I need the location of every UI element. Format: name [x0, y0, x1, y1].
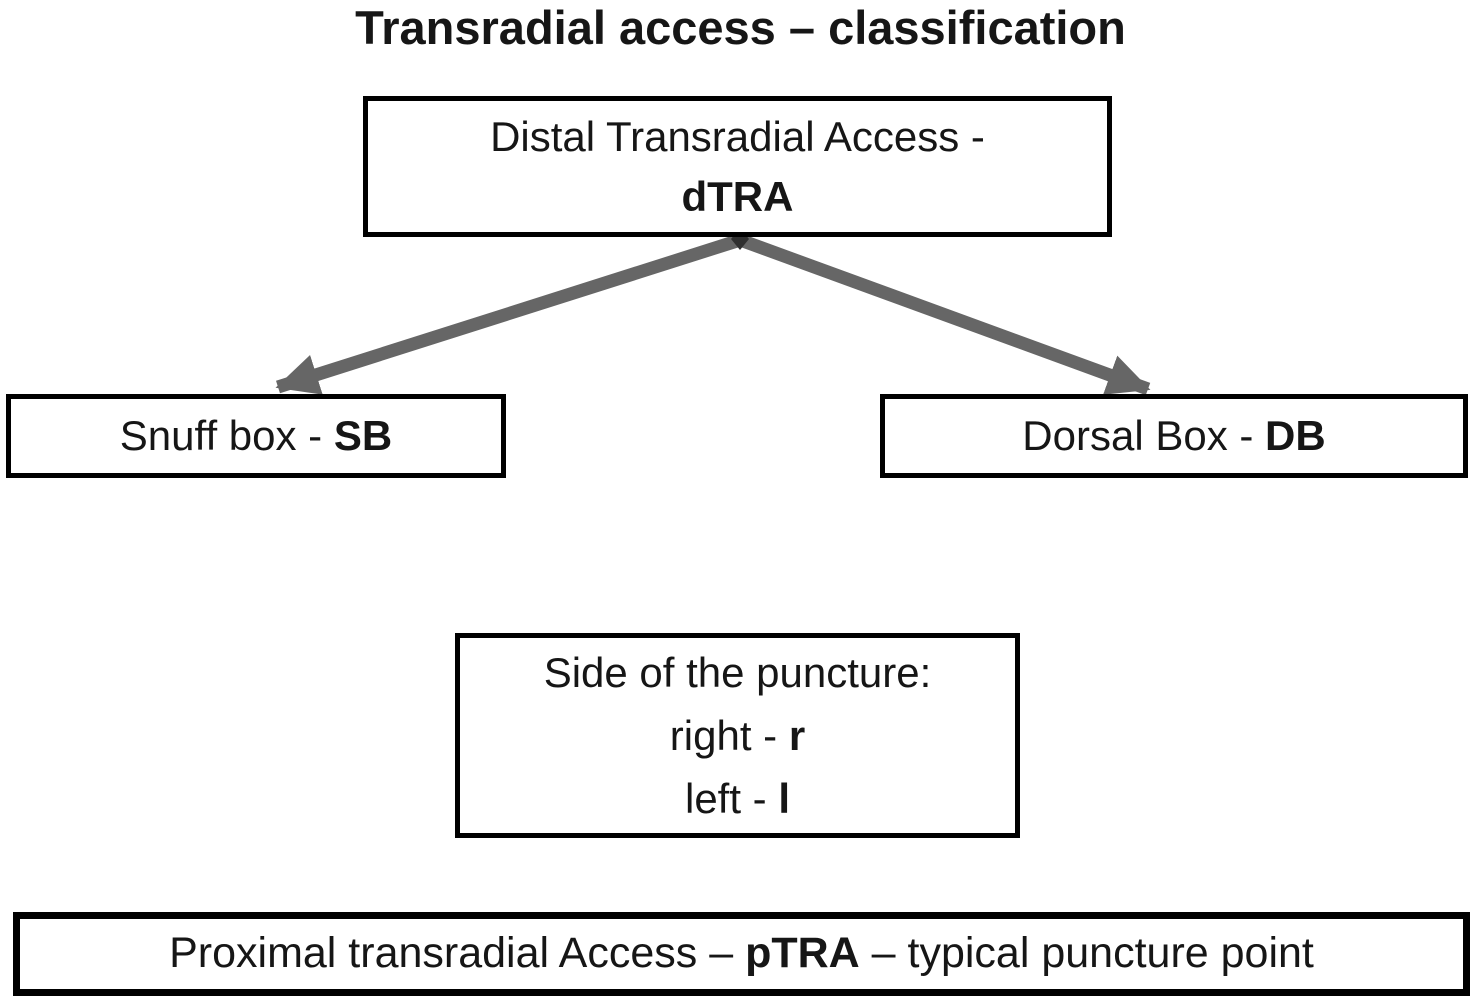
node-dtra-label: Distal Transradial Access -: [490, 112, 985, 160]
node-puncture-side: Side of the puncture: right - r left - l: [455, 633, 1020, 838]
node-proximal-transradial-access: Proximal transradial Access – pTRA – typ…: [13, 912, 1470, 996]
puncture-side-heading: Side of the puncture:: [543, 649, 932, 696]
node-dorsal-box-abbr: DB: [1265, 412, 1326, 460]
puncture-side-right-label: right -: [669, 712, 789, 759]
node-dorsal-box-text: Dorsal Box - DB: [1022, 406, 1325, 466]
node-ptra-abbr: pTRA: [745, 929, 860, 978]
arrow-to-dorsal-box: [740, 234, 1151, 396]
node-ptra-pre: Proximal transradial Access –: [169, 929, 746, 978]
node-dorsal-box-label: Dorsal Box -: [1022, 412, 1266, 460]
puncture-side-right: right - r: [670, 704, 805, 767]
node-snuff-box-label: Snuff box -: [119, 412, 334, 460]
puncture-side-right-abbr: r: [788, 712, 806, 759]
node-dorsal-box: Dorsal Box - DB: [880, 394, 1468, 478]
node-snuff-box: Snuff box - SB: [6, 394, 506, 478]
node-dtra-abbr: dTRA: [681, 172, 794, 220]
node-snuff-box-text: Snuff box - SB: [120, 406, 392, 466]
arrow-to-snuff-box: [275, 234, 739, 395]
puncture-side-left-label: left -: [684, 775, 779, 822]
node-snuff-box-abbr: SB: [333, 412, 393, 460]
page-title: Transradial access – classification: [355, 1, 1126, 54]
node-ptra-text: Proximal transradial Access – pTRA – typ…: [169, 923, 1314, 984]
puncture-side-left: left - l: [685, 767, 790, 830]
puncture-side-left-abbr: l: [778, 775, 791, 822]
node-distal-transradial-access: Distal Transradial Access - dTRA: [363, 96, 1112, 237]
node-ptra-post: – typical puncture point: [859, 929, 1314, 978]
